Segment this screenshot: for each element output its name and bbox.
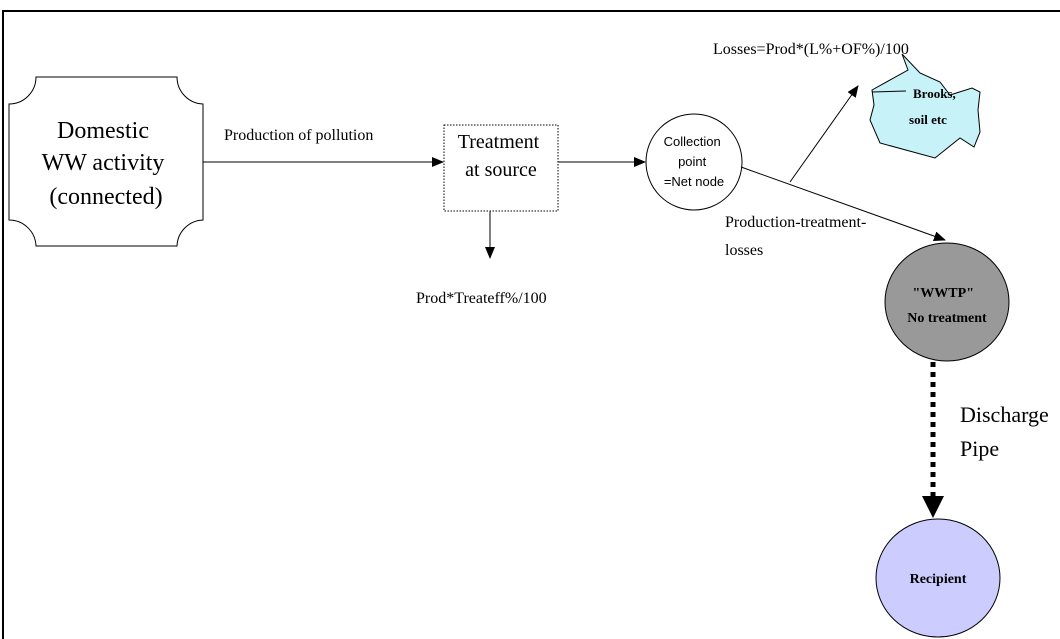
wwtp-node-shape [884,242,1010,362]
treatment-node-label: Treatment at source [458,131,544,181]
ptl-line-2: losses [725,242,763,259]
recipient-node-shape [875,518,1001,638]
activity-line-3: (connected) [49,184,162,210]
activity-node-shape [8,76,204,247]
brooks-pointer-line [871,90,907,93]
treatment-formula-label: Prod*Treateff%/100 [416,290,547,307]
brooks-node-shape [869,53,981,159]
wwtp-line-1: "WWTP" [913,286,974,301]
recipient-node-label: Recipient [910,572,967,587]
activity-node-label: Domestic WW activity (connected) [42,118,171,210]
ptl-line-1: Production-treatment- [725,214,866,231]
collection-line-2: point [678,154,707,169]
collection-node-label: Collection point =Net node [664,134,725,189]
wwtp-line-2: No treatment [907,311,987,326]
treatment-line-1: Treatment [458,131,540,153]
discharge-arrowhead [922,496,944,518]
collection-node-shape [645,113,743,211]
discharge-label: Discharge Pipe [960,402,1054,461]
wwtp-node-label: "WWTP" No treatment [907,286,987,326]
edge-collection-to-wwtp [740,166,946,242]
production-of-pollution-label: Production of pollution [224,127,373,144]
losses-formula-label: Losses=Prod*(L%+OF%)/100 [713,41,909,58]
edge-collection-to-brooks [789,85,859,183]
discharge-line-1: Discharge [960,402,1049,427]
collection-line-3: =Net node [664,174,724,189]
treatment-line-2: at source [465,159,537,181]
brooks-node-label: Brooks, soil etc [909,86,959,127]
discharge-line-2: Pipe [960,436,999,461]
activity-line-1: Domestic [57,118,149,144]
activity-line-2: WW activity [42,150,165,176]
brooks-line-2: soil etc [909,112,947,127]
collection-line-1: Collection [664,134,721,149]
brooks-line-1: Brooks, [913,86,956,101]
diagram-frame [2,10,1060,639]
production-treatment-losses-label: Production-treatment- losses [725,214,870,259]
treatment-node-shape [443,124,559,212]
